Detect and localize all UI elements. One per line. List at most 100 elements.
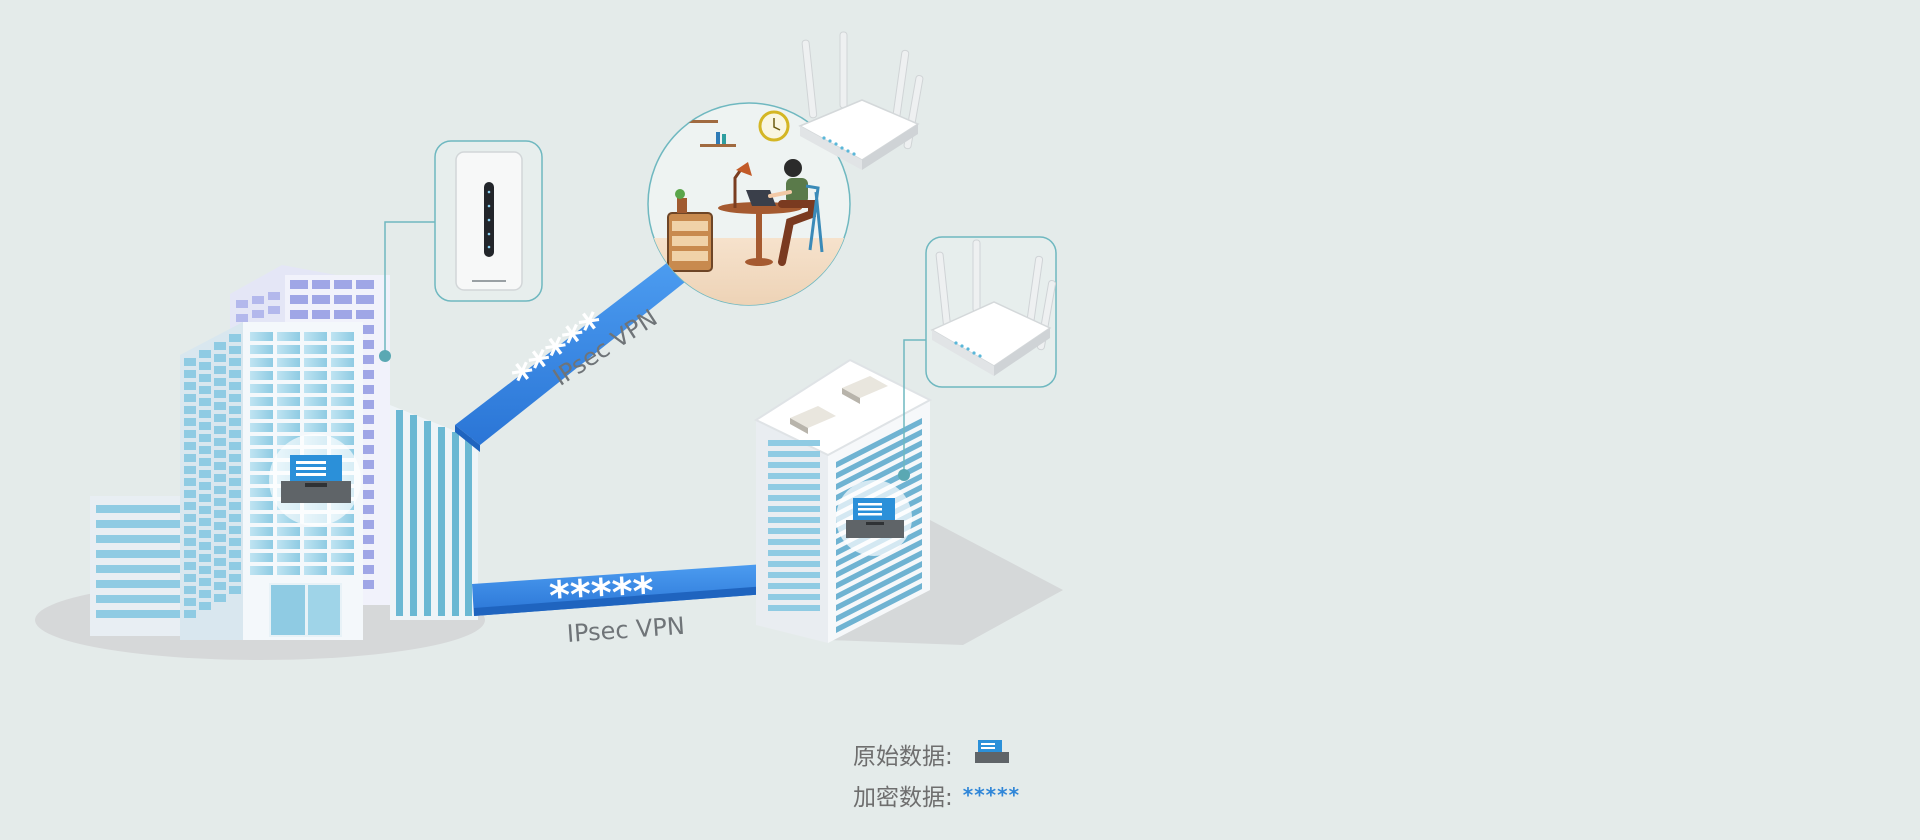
building-window — [229, 562, 241, 570]
building-window — [199, 506, 211, 514]
building-window — [331, 527, 354, 536]
building-window — [331, 423, 354, 432]
encrypted-marker-branch: ***** — [548, 569, 655, 620]
building-window — [229, 406, 241, 414]
building-window — [214, 546, 226, 554]
building-window — [199, 362, 211, 370]
building-window — [214, 366, 226, 374]
building-window — [331, 397, 354, 406]
building-window — [304, 410, 327, 419]
building-window — [277, 527, 300, 536]
building-window — [229, 334, 241, 342]
building-window — [836, 539, 922, 589]
building-window — [214, 402, 226, 410]
building-window — [250, 397, 273, 406]
building-window — [836, 572, 922, 622]
building-window — [199, 350, 211, 358]
building-window — [214, 342, 226, 350]
building-window — [250, 332, 273, 341]
building-window — [229, 442, 241, 450]
building-window — [199, 542, 211, 550]
building-window — [250, 475, 273, 484]
building-window — [250, 384, 273, 393]
building-window — [304, 527, 327, 536]
building-window — [250, 553, 273, 562]
building-window — [184, 574, 196, 582]
branch-office-building — [753, 358, 1063, 645]
building-window — [277, 566, 300, 575]
building-window — [184, 430, 196, 438]
building-window — [768, 484, 820, 490]
vpn-tunnel-branch — [472, 564, 767, 616]
building-window — [229, 418, 241, 426]
building-window — [184, 370, 196, 378]
building-window — [836, 550, 922, 600]
building-window — [184, 442, 196, 450]
building-window — [331, 514, 354, 523]
building-window — [250, 462, 273, 471]
building-window — [184, 418, 196, 426]
building-window — [836, 583, 922, 633]
home-router-device — [798, 31, 924, 170]
building-window — [184, 586, 196, 594]
building-window — [199, 470, 211, 478]
building-window — [768, 451, 820, 457]
building-window — [229, 586, 241, 594]
building-window — [277, 345, 300, 354]
building-window — [199, 482, 211, 490]
building-window — [768, 605, 820, 611]
building-window — [304, 423, 327, 432]
building-window — [199, 602, 211, 610]
building-window — [199, 446, 211, 454]
building-window — [277, 332, 300, 341]
building-window — [304, 553, 327, 562]
building-window — [304, 384, 327, 393]
building-window — [304, 358, 327, 367]
building-window — [229, 430, 241, 438]
building-window — [214, 594, 226, 602]
branch-router-callout — [898, 236, 1057, 481]
building-window — [768, 561, 820, 567]
building-window — [214, 486, 226, 494]
building-window — [250, 488, 273, 497]
building-window — [331, 566, 354, 575]
building-window — [250, 501, 273, 510]
legend-raw: 原始数据: — [853, 737, 953, 771]
building-window — [199, 410, 211, 418]
building-window — [229, 574, 241, 582]
building-window — [277, 436, 300, 445]
building-window — [250, 410, 273, 419]
building-window — [214, 438, 226, 446]
building-window — [331, 371, 354, 380]
building-window — [277, 384, 300, 393]
building-window — [768, 583, 820, 589]
building-window — [214, 378, 226, 386]
building-window — [229, 538, 241, 546]
building-window — [229, 346, 241, 354]
building-window — [277, 540, 300, 549]
building-window — [184, 382, 196, 390]
building-window — [768, 572, 820, 578]
building-window — [184, 502, 196, 510]
building-window — [199, 434, 211, 442]
building-window — [229, 382, 241, 390]
building-window — [214, 390, 226, 398]
legend-encrypted: 加密数据: ***** — [853, 778, 1020, 812]
building-window — [229, 454, 241, 462]
building-window — [331, 358, 354, 367]
building-window — [768, 528, 820, 534]
building-window — [250, 540, 273, 549]
building-window — [184, 526, 196, 534]
building-window — [250, 449, 273, 458]
building-window — [277, 397, 300, 406]
building-window — [304, 332, 327, 341]
building-window — [214, 558, 226, 566]
building-window — [184, 610, 196, 618]
building-window — [836, 418, 922, 468]
building-window — [214, 522, 226, 530]
building-window — [331, 540, 354, 549]
building-window — [199, 374, 211, 382]
building-window — [214, 450, 226, 458]
building-window — [304, 371, 327, 380]
